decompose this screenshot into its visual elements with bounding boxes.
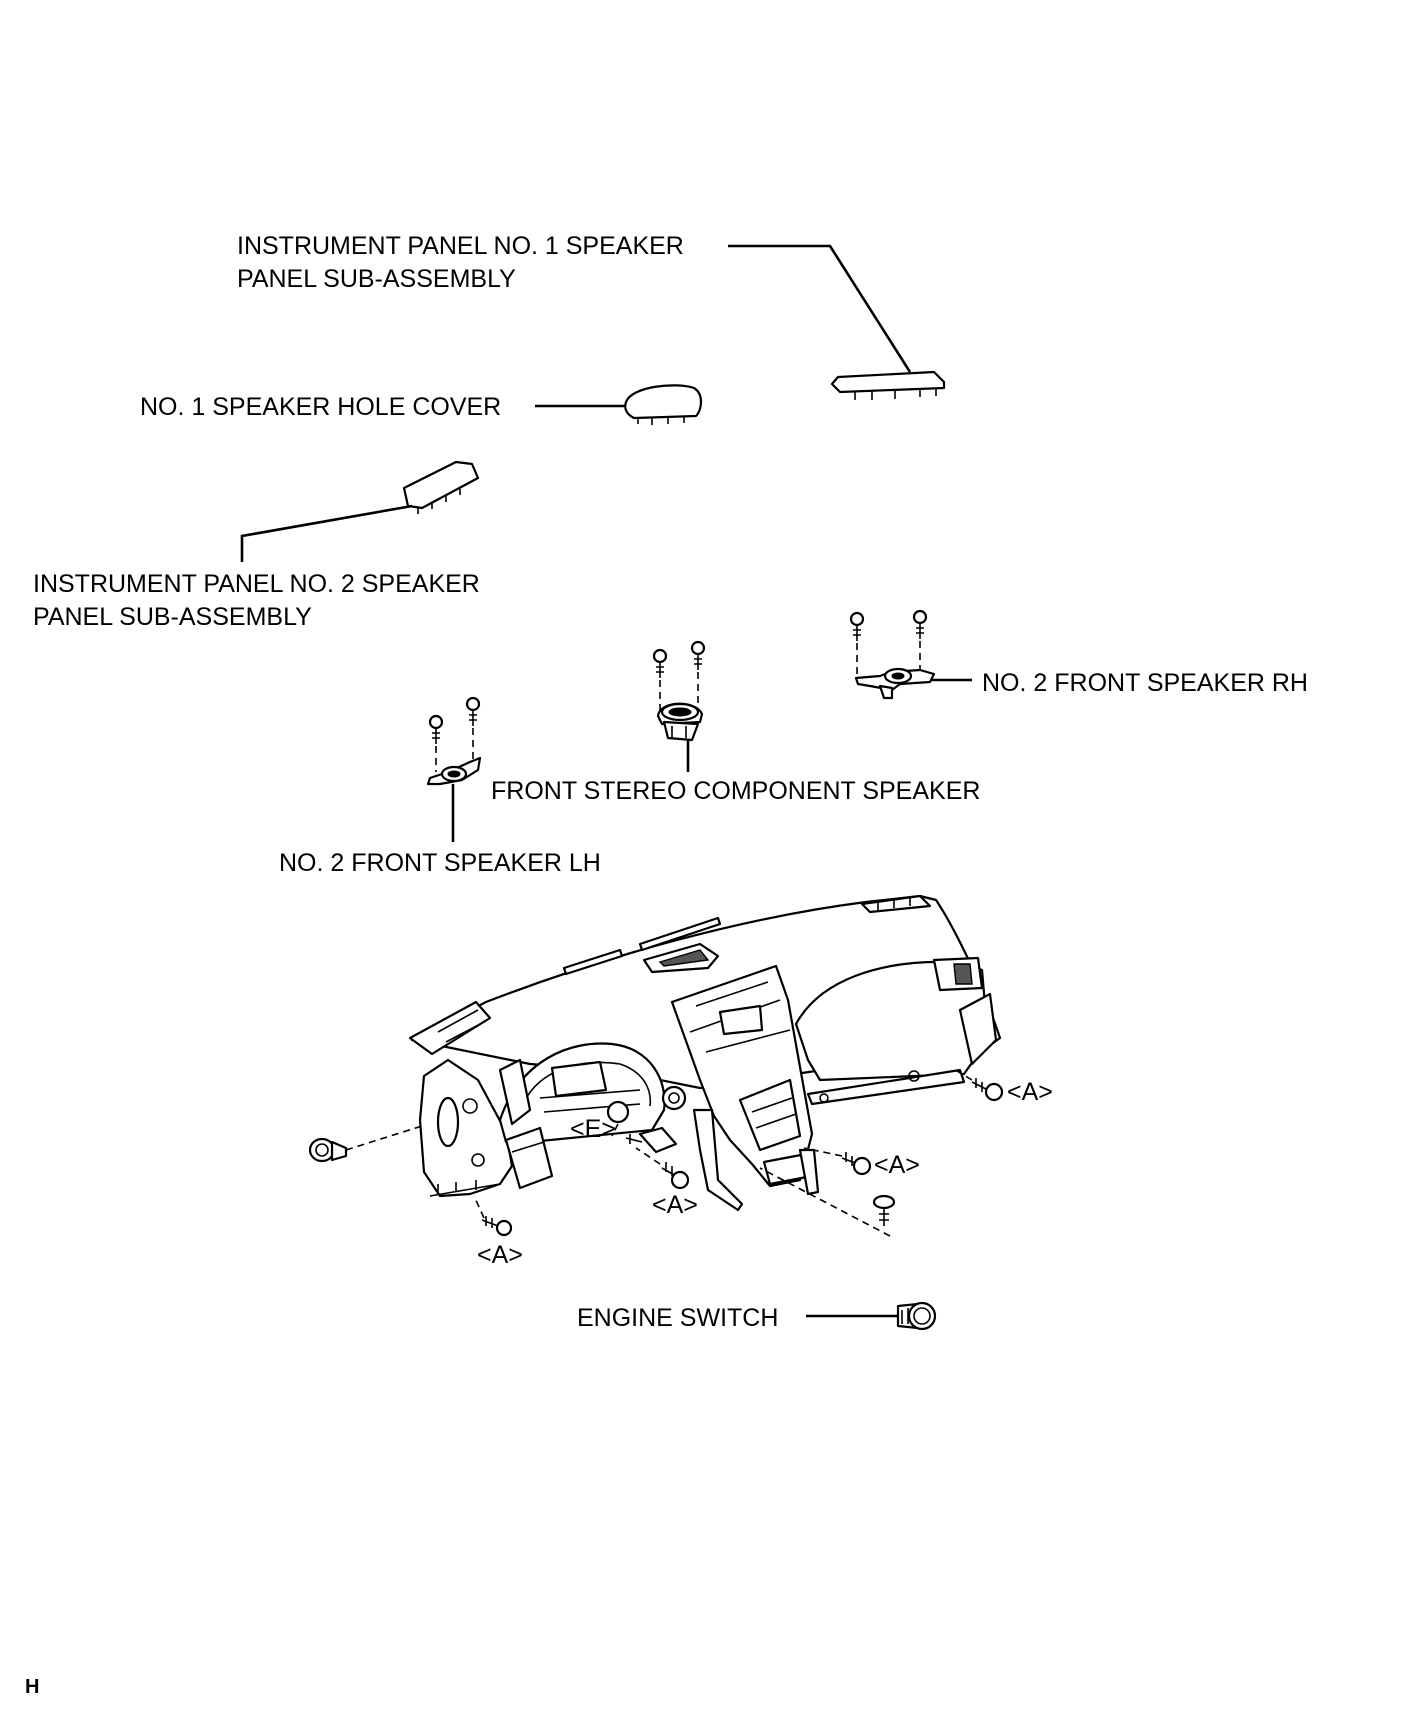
e-callout: <E> [570,1115,616,1143]
bolt-icon [841,1152,872,1176]
screw-icon [428,714,444,744]
front-speaker-rh-part [849,609,936,700]
clip-icon [308,1137,348,1163]
a-callout-mid-right: <A> [874,1151,920,1179]
ip-no1-leader-line [728,244,912,373]
a-callout-right: <A> [1007,1078,1053,1106]
corner-mark: H [25,1676,39,1698]
screw-icon [652,648,668,678]
ip-no2-label-line1: INSTRUMENT PANEL NO. 2 SPEAKER [33,570,480,598]
front-speaker-lh-part [426,696,482,786]
ip-no1-label-line1: INSTRUMENT PANEL NO. 1 SPEAKER [237,232,684,260]
screw-icon [849,611,865,641]
front-speaker-lh-label: NO. 2 FRONT SPEAKER LH [279,849,601,877]
bolt-icon [661,1162,690,1190]
front-speaker-rh-label: NO. 2 FRONT SPEAKER RH [982,669,1308,697]
screw-icon [690,640,706,670]
ip-no2-label-line2: PANEL SUB-ASSEMBLY [33,603,312,631]
instrument-panel-assembly [408,894,1002,1212]
engine-switch-label: ENGINE SWITCH [577,1304,778,1332]
front-stereo-label: FRONT STEREO COMPONENT SPEAKER [491,777,980,805]
bolt-icon [625,1134,643,1144]
bolt-icon [971,1078,1004,1102]
screw-icon [465,696,481,726]
bolt-icon [481,1216,513,1237]
ip-no2-leader-line [240,504,413,562]
clip-icon [872,1194,896,1226]
e-dashed-line [611,1123,619,1137]
clip-dashed-line [345,1125,423,1151]
hole-cover-label: NO. 1 SPEAKER HOLE COVER [140,393,501,421]
a-callout-left: <A> [477,1241,523,1269]
speaker-hole-cover-part [624,384,703,425]
ip-no1-label-line2: PANEL SUB-ASSEMBLY [237,265,516,293]
ip-no2-speaker-panel-part [402,460,480,514]
front-stereo-speaker-part [652,640,706,742]
a-callout-center: <A> [652,1191,698,1219]
engine-switch-part [896,1301,937,1331]
screw-icon [912,609,928,639]
ip-no1-speaker-panel-part [830,370,946,400]
